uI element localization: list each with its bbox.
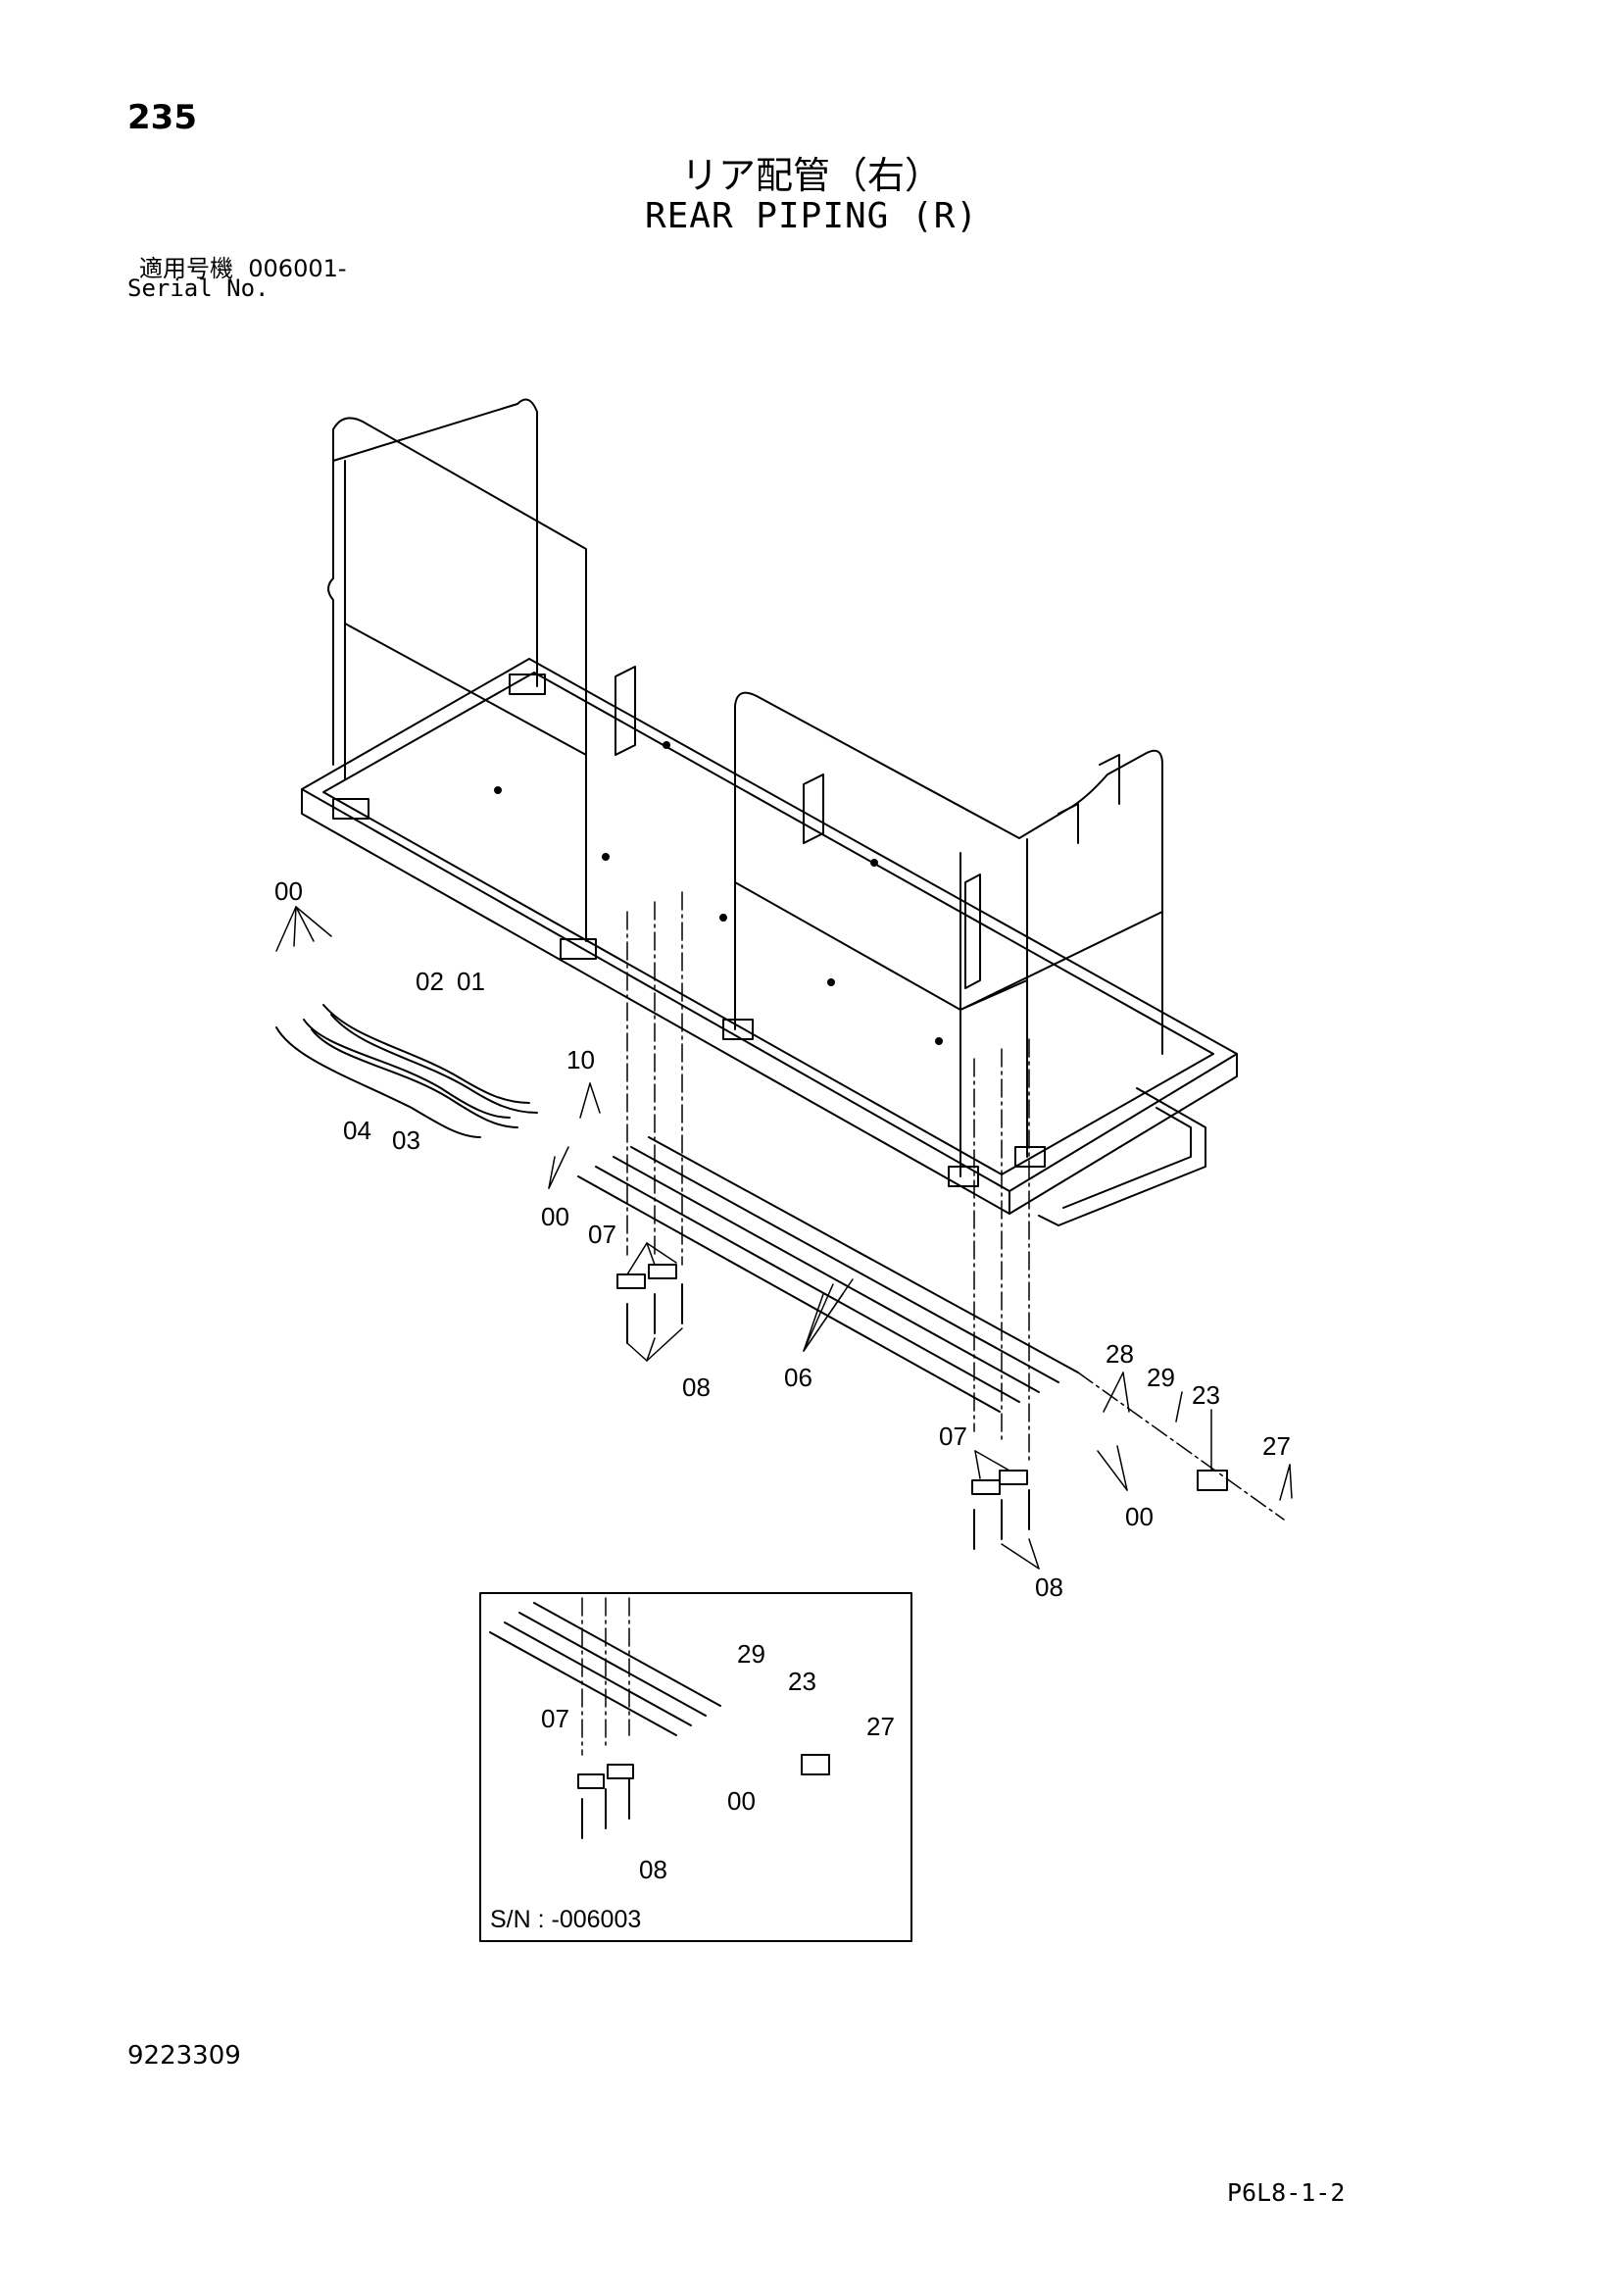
- callout-label: 07: [939, 1422, 967, 1451]
- serial-label-japanese: 適用号機: [139, 255, 233, 282]
- callout-label: 00: [1125, 1502, 1154, 1531]
- inset-detail: [479, 1592, 912, 1942]
- callout-label: 00: [274, 876, 303, 906]
- inset-callout-label: 07: [541, 1704, 569, 1733]
- inset-callout-label: 00: [727, 1786, 756, 1816]
- callouts-main: 00 02 01 10 04 03 00 07 08 06 28 29 23 2…: [274, 876, 1291, 1602]
- handrail-left: [327, 398, 597, 960]
- hose-assembly-left: [275, 1004, 538, 1138]
- document-number: 9223309: [127, 2041, 241, 2071]
- callout-label: 03: [392, 1125, 420, 1155]
- inset-callout-label: 23: [788, 1667, 816, 1696]
- inset-serial-caption: S/N : -006003: [490, 1906, 641, 1933]
- callout-label: 23: [1192, 1380, 1220, 1410]
- callout-label: 06: [784, 1363, 812, 1392]
- page-number: 235: [127, 98, 197, 137]
- callout-label: 07: [588, 1220, 616, 1249]
- pipe-bundle: [577, 1136, 1079, 1413]
- platform-deck: [301, 658, 1238, 1215]
- callout-label: 28: [1106, 1339, 1134, 1369]
- callout-label: 04: [343, 1116, 371, 1145]
- serial-label-english: Serial No.: [127, 275, 270, 302]
- inset-callout-label: 27: [866, 1712, 895, 1741]
- access-step: [1038, 1087, 1206, 1226]
- inset-callout-label: 29: [737, 1639, 765, 1669]
- page-title-english: REAR PIPING (R): [644, 196, 979, 236]
- clamp-set-main: [616, 1264, 1228, 1550]
- callout-label: 08: [1035, 1572, 1063, 1602]
- callout-label: 10: [566, 1045, 595, 1074]
- callout-label: 01: [457, 967, 485, 996]
- page-title-japanese: リア配管（右）: [680, 154, 942, 197]
- page-code: P6L8-1-2: [1227, 2178, 1346, 2207]
- handrail-right: [615, 666, 1163, 1187]
- callout-label: 02: [416, 967, 444, 996]
- callout-label: 08: [682, 1373, 711, 1402]
- callout-label: 00: [541, 1202, 569, 1231]
- callout-label: 27: [1262, 1431, 1291, 1461]
- serial-value: 006001-: [248, 255, 347, 282]
- callouts-inset: 29 23 07 27 00 08 S/N : -006003: [490, 1639, 895, 1933]
- inset-callout-label: 08: [639, 1855, 667, 1884]
- serial-applicability: 適用号機 006001-: [139, 249, 347, 283]
- callout-label: 29: [1147, 1363, 1175, 1392]
